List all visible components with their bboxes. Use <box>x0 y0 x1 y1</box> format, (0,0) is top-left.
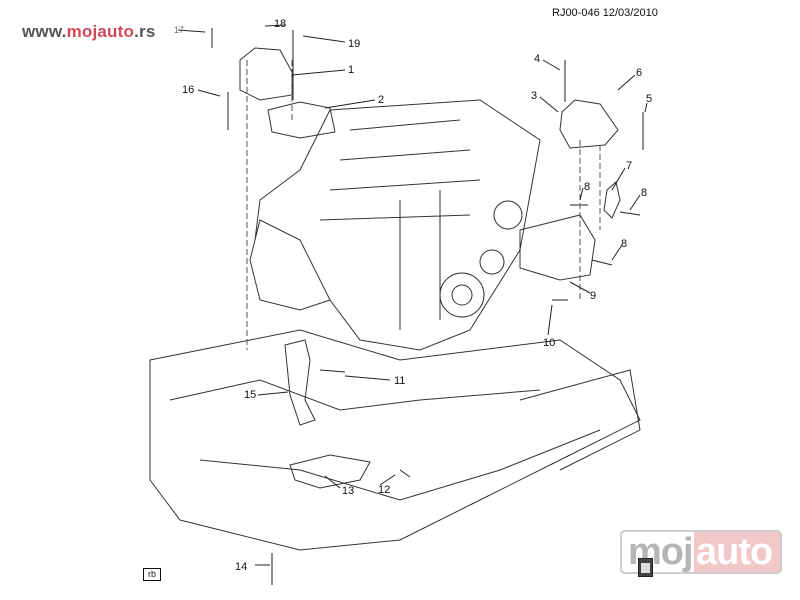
callout-10: 10 <box>543 337 556 349</box>
crank-pulley <box>439 272 485 318</box>
view-tag-rb: rb <box>143 568 161 581</box>
callout-6: 6 <box>636 67 643 79</box>
idler-pulley <box>479 249 505 275</box>
callout-18: 18 <box>274 18 287 30</box>
callout-5: 5 <box>646 93 653 105</box>
callout-7: 7 <box>626 160 633 172</box>
callout-3: 3 <box>531 90 538 102</box>
watermark-suffix: .rs <box>134 22 156 41</box>
callout-4: 4 <box>534 53 541 65</box>
bracket-7 <box>603 181 621 219</box>
callout-8c: 8 <box>621 238 628 250</box>
watermark-brand: mojauto <box>66 22 135 41</box>
callout-14: 14 <box>235 561 248 573</box>
logo-red-part: auto <box>694 532 780 572</box>
callout-8a: 8 <box>584 181 591 193</box>
callout-2: 2 <box>378 94 385 106</box>
callout-1: 1 <box>348 64 355 76</box>
engine-block <box>249 99 541 351</box>
alternator <box>493 200 523 230</box>
logo-gray-part: moj <box>622 532 694 572</box>
mount-9 <box>519 214 596 281</box>
callout-12: 12 <box>378 484 391 496</box>
bolts <box>211 28 644 585</box>
callout-13: 13 <box>342 485 355 497</box>
diagram-code: RJ00-046 12/03/2010 <box>552 7 658 19</box>
watermark-prefix: www. <box>22 22 67 41</box>
bracket-15 <box>284 339 316 426</box>
bracket-2 <box>267 101 336 139</box>
front-cradle <box>149 329 641 551</box>
callout-19: 19 <box>348 38 361 50</box>
callout-17: 17 <box>174 25 185 35</box>
callout-16: 16 <box>182 84 195 96</box>
mount-3 <box>559 99 619 149</box>
callout-9: 9 <box>590 290 597 302</box>
watermark-url: www.mojauto.rs <box>22 22 155 42</box>
callout-15: 15 <box>244 389 257 401</box>
calendar-icon <box>638 558 653 577</box>
mount-1 <box>239 47 293 101</box>
frame-rail-right <box>519 369 641 471</box>
mount-13 <box>289 454 371 489</box>
callout-8b: 8 <box>641 187 648 199</box>
callout-11: 11 <box>394 375 406 387</box>
